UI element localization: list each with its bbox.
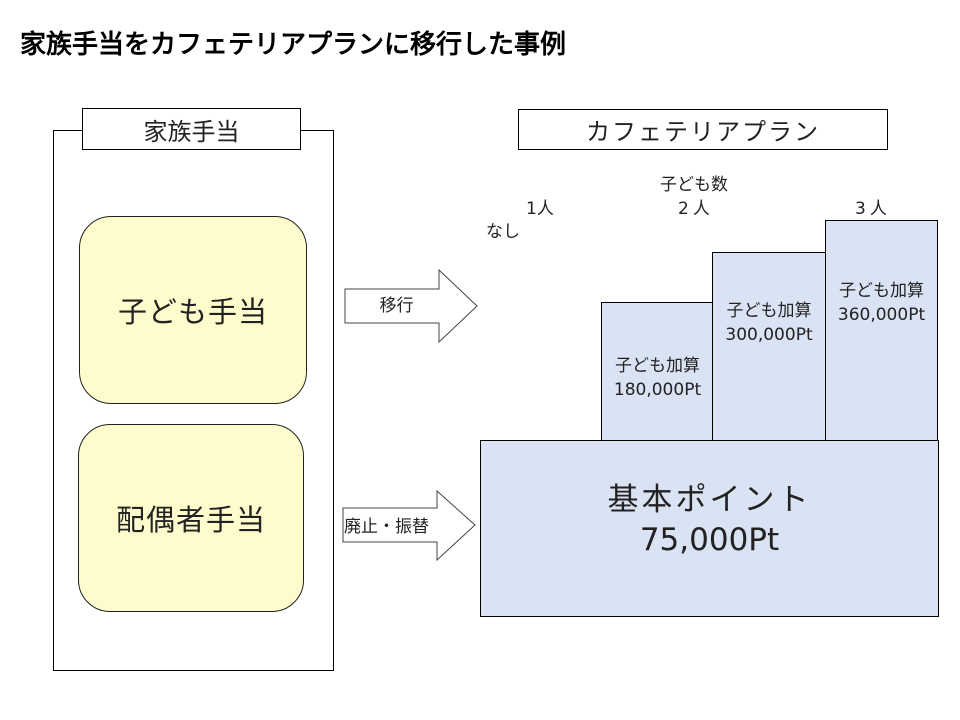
spouse-allowance-box: 配偶者手当 — [78, 424, 304, 612]
page-title: 家族手当をカフェテリアプランに移行した事例 — [20, 30, 567, 60]
child-bonus-title: 子ども加算 — [726, 301, 812, 321]
column-label-none: なし — [486, 222, 520, 242]
column-label-3: 3人 — [855, 199, 891, 219]
child-allowance-label: 子ども手当 — [117, 295, 268, 329]
child-allowance-box: 子ども手当 — [79, 216, 307, 404]
base-points-box: 基本ポイント 75,000Pt — [480, 440, 939, 617]
child-bonus-title: 子ども加算 — [615, 356, 700, 376]
arrow-right-icon — [344, 268, 478, 344]
cafeteria-plan-label: カフェテリアプラン — [518, 109, 888, 150]
child-bonus-value: 180,000Pt — [613, 380, 702, 400]
column-label-1: 1人 — [526, 199, 554, 219]
base-points-value: 75,000Pt — [639, 521, 780, 558]
family-allowance-label: 家族手当 — [82, 108, 301, 150]
child-bonus-value: 360,000Pt — [837, 305, 926, 325]
child-bonus-bar-2: 子ども加算 300,000Pt — [712, 252, 826, 442]
migrate-arrow: 移行 — [344, 268, 479, 344]
column-label-2: 2人 — [678, 199, 714, 219]
arrow-right-icon — [342, 489, 476, 562]
spouse-allowance-label: 配偶者手当 — [115, 503, 266, 537]
abolish-replace-label: 廃止・振替 — [344, 516, 429, 537]
base-points-title: 基本ポイント — [607, 481, 812, 518]
abolish-replace-arrow: 廃止・振替 — [342, 489, 477, 564]
child-bonus-bar-1: 子ども加算 180,000Pt — [601, 302, 714, 442]
children-count-label: 子ども数 — [660, 175, 728, 195]
child-bonus-title: 子ども加算 — [839, 281, 924, 301]
child-bonus-value: 300,000Pt — [725, 325, 813, 345]
child-bonus-bar-3: 子ども加算 360,000Pt — [825, 220, 938, 442]
migrate-label: 移行 — [379, 295, 414, 316]
